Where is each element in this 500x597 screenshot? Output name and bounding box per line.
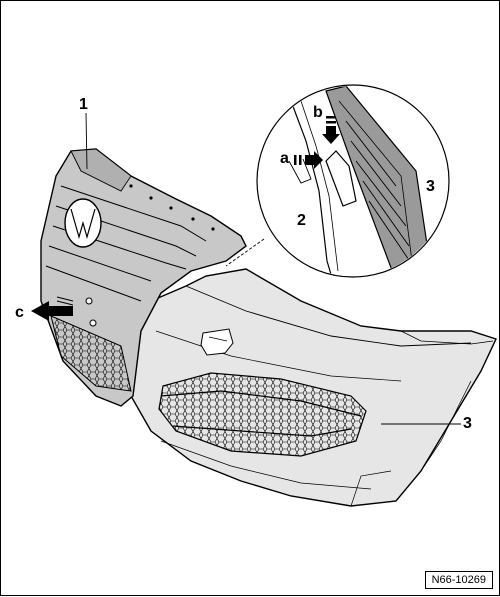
callout-c-direction: c xyxy=(15,304,24,321)
callout-1-grille: 1 xyxy=(79,96,88,113)
lower-grille-honeycomb xyxy=(158,372,367,457)
radiator-grille xyxy=(40,148,247,407)
detail-view xyxy=(256,84,450,278)
arrow-b-icon xyxy=(322,116,340,144)
figure-id-label: N66-10269 xyxy=(424,571,493,589)
callout-2-clip: 2 xyxy=(297,212,306,229)
tow-eye-cover xyxy=(200,328,234,356)
arrow-a-icon xyxy=(294,151,323,169)
callout-3-detail-bumper: 3 xyxy=(426,178,435,195)
callout-3-bumper: 3 xyxy=(463,415,472,432)
callout-a-arrow: a xyxy=(280,150,289,167)
callout-b-arrow: b xyxy=(313,104,323,121)
arrow-c-icon xyxy=(31,296,74,321)
